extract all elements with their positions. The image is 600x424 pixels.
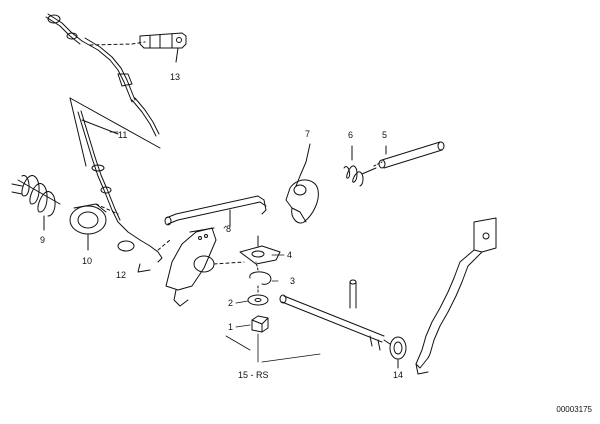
part-1-nut — [251, 315, 269, 333]
callout-3: 3 — [290, 276, 296, 286]
part-13-cable-end — [45, 13, 187, 137]
part-14-bushing — [383, 336, 407, 369]
callout-14: 14 — [393, 370, 404, 380]
part-10-bearing — [69, 203, 119, 251]
callout-12: 12 — [116, 270, 127, 280]
part-12-cable-ring — [117, 221, 171, 273]
part-8-rod — [164, 195, 267, 227]
part-3-clip — [249, 261, 272, 285]
leader-lines — [109, 131, 321, 363]
part-6-small-spring — [343, 145, 377, 187]
callout-10: 10 — [82, 256, 93, 266]
part-9-spring — [11, 175, 61, 231]
callout-13: 13 — [170, 72, 181, 82]
callout-5: 5 — [382, 130, 388, 140]
callout-8: 8 — [226, 224, 232, 234]
document-id: 00003175 — [556, 405, 592, 414]
part-4-plate — [239, 235, 281, 265]
pedal-shaft — [279, 279, 385, 351]
callout-1: 1 — [228, 322, 234, 332]
callout-7: 7 — [305, 129, 311, 139]
callout-9: 9 — [40, 235, 46, 245]
callout-6: 6 — [348, 130, 354, 140]
pedal-arm — [415, 217, 497, 375]
callout-15-rs: 15 - RS — [238, 370, 269, 380]
part-7-lever — [285, 143, 319, 224]
callout-11: 11 — [118, 130, 128, 140]
pedal-housing — [165, 227, 245, 307]
part-11-cable — [69, 97, 161, 223]
callout-4: 4 — [287, 250, 293, 260]
part-5-pin — [373, 141, 445, 169]
part-2-washer — [247, 285, 269, 306]
callout-2: 2 — [228, 298, 234, 308]
